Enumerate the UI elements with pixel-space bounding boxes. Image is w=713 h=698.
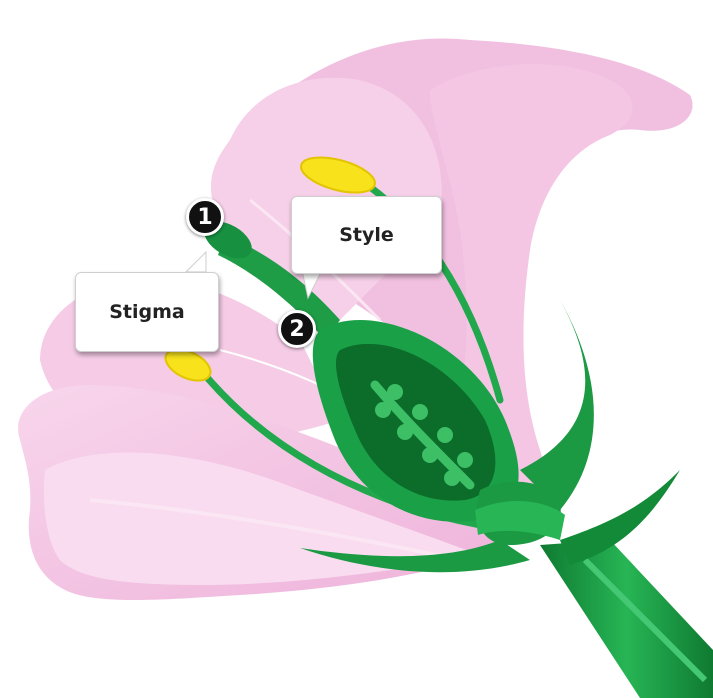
style-callout: Style: [291, 196, 442, 274]
stem-shaft: [540, 540, 713, 698]
stem: [540, 540, 713, 698]
style-label: Style: [339, 224, 394, 246]
marker-1-badge[interactable]: 1: [186, 198, 224, 236]
marker-1-number: 1: [197, 205, 212, 230]
stigma-callout: Stigma: [75, 272, 219, 352]
stigma-label: Stigma: [109, 301, 185, 323]
marker-2-number: 2: [289, 317, 304, 342]
sepal-right: [520, 300, 594, 510]
marker-2-badge[interactable]: 2: [278, 310, 316, 348]
stigma-callout-pointer: [186, 252, 206, 272]
